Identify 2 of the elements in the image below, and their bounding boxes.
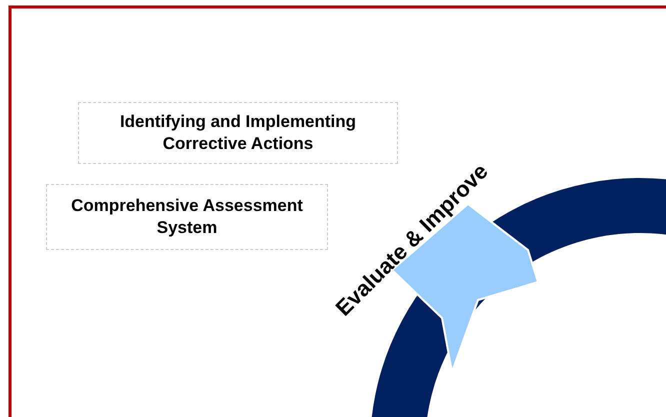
text-box: Comprehensive Assessment System (46, 184, 328, 250)
text-box: Identifying and Implementing Corrective Actions (78, 102, 398, 164)
